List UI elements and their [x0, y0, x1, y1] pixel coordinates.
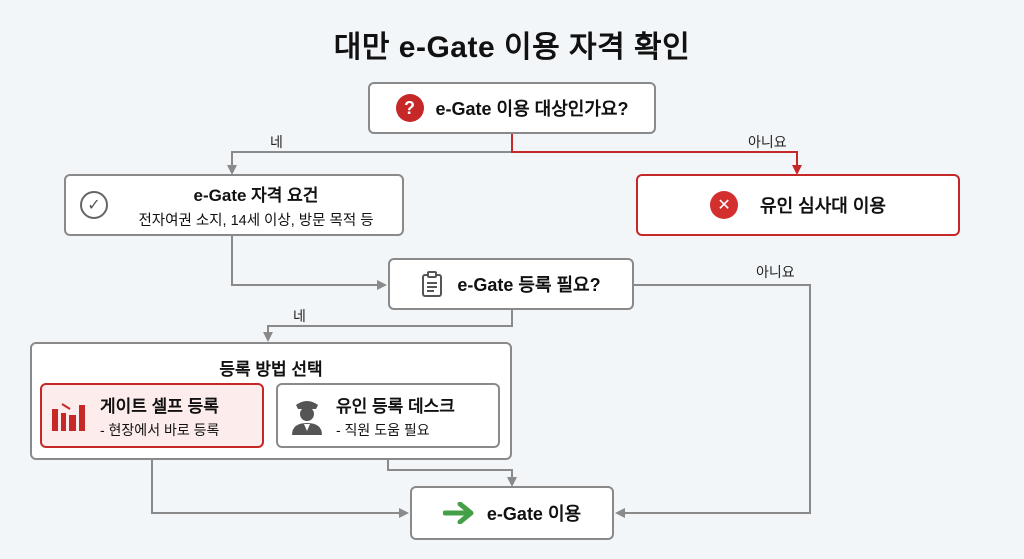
q1-text: e-Gate 이용 대상인가요?: [435, 99, 629, 119]
connector-self-result: [151, 448, 409, 518]
requirements-detail: 전자여권 소지, 14세 이상, 방문 목적 등: [138, 212, 374, 229]
q2-no-label: 아니요: [756, 264, 795, 280]
q1-no-label: 아니요: [748, 134, 787, 150]
connector-q1-no: [511, 134, 802, 175]
self-registration-box: 게이트 셀프 등록 - 현장에서 바로 등록: [40, 383, 264, 448]
q2-box: e-Gate 등록 필요?: [388, 258, 634, 310]
connector-q2-no: [615, 284, 811, 518]
result-text: e-Gate 이용: [486, 504, 582, 524]
requirements-box: ✓ e-Gate 자격 요건 전자여권 소지, 14세 이상, 방문 목적 등: [64, 174, 404, 236]
kiosk-gate-icon: [52, 402, 85, 431]
check-circle-icon: ✓: [80, 191, 108, 219]
requirements-title: e-Gate 자격 요건: [193, 185, 319, 205]
diagram-title: 대만 e-Gate 이용 자격 확인: [333, 31, 691, 64]
method-title: 등록 방법 선택: [219, 360, 323, 379]
desk-title: 유인 등록 데스크: [336, 396, 455, 416]
green-arrow-icon: [442, 502, 474, 524]
officer-icon: [292, 400, 322, 435]
q2-yes-label: 네: [293, 308, 306, 324]
x-circle-icon: ✕: [710, 191, 739, 219]
manual-inspection-box: ✕ 유인 심사대 이용: [636, 174, 960, 236]
desk-detail: - 직원 도움 필요: [336, 421, 430, 438]
q2-text: e-Gate 등록 필요?: [457, 275, 601, 295]
self-title: 게이트 셀프 등록: [100, 396, 219, 416]
q1-yes-label: 네: [270, 134, 283, 150]
self-detail: - 현장에서 바로 등록: [100, 421, 220, 438]
q1-box: ? e-Gate 이용 대상인가요?: [368, 82, 656, 134]
connector-q2-yes: [263, 310, 513, 342]
clipboard-icon: [422, 271, 443, 297]
connector-req-q2: [231, 236, 387, 290]
manual-text: 유인 심사대 이용: [760, 196, 886, 216]
question-circle-icon: ?: [395, 94, 424, 122]
desk-registration-box: 유인 등록 데스크 - 직원 도움 필요: [276, 383, 500, 448]
result-box: e-Gate 이용: [410, 486, 614, 540]
